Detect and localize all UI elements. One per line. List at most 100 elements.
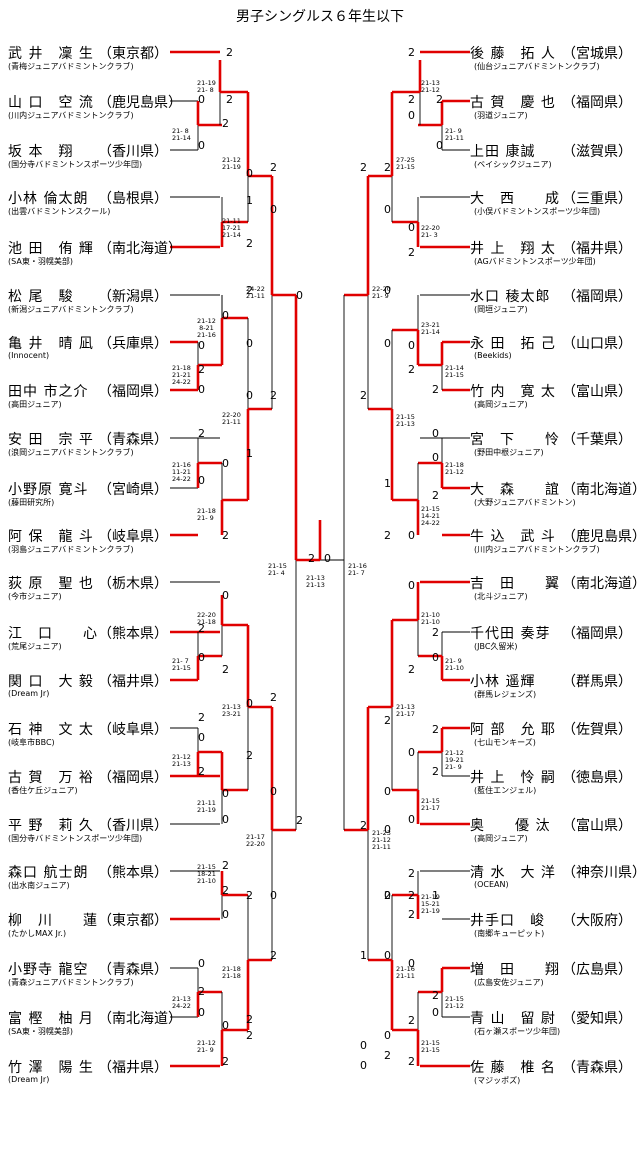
player-name: 関 口 大 毅 <box>8 674 94 690</box>
game-count: 2 <box>270 389 277 402</box>
match-score: 21-15 14-21 24-22 <box>421 505 440 527</box>
match-score: 21-10 21-10 <box>421 611 440 626</box>
player-name: 石 神 文 太 <box>8 722 94 738</box>
game-count: 0 <box>222 1019 229 1032</box>
game-count: 2 <box>222 1055 229 1068</box>
player-entry: 大 西 成（三重県）(小俣バドミントンスポーツ少年団) <box>0 188 640 234</box>
game-count: 2 <box>222 529 229 542</box>
game-count: 0 <box>198 93 205 106</box>
game-count: 2 <box>408 246 415 259</box>
player-entry: 井手口 峻（大阪府）(南郷キューピット) <box>0 910 640 956</box>
game-count: 0 <box>246 167 253 180</box>
player-entry: 亀 井 晴 凪（兵庫県）(Innocent) <box>0 333 640 379</box>
player-name: 平 野 莉 久 <box>8 818 94 834</box>
game-count: 0 <box>432 651 439 664</box>
player-entry: 阿 部 允 耶（佐賀県）(七山モンキーズ) <box>0 719 640 765</box>
match-score: 21-13 21-17 <box>396 703 415 718</box>
game-count: 1 <box>360 949 367 962</box>
player-entry: 井 上 翔 太（福井県）(AGバドミントンスポーツ少年団) <box>0 238 640 284</box>
player-pref: （東京都） <box>98 46 168 62</box>
game-count: 0 <box>198 1006 205 1019</box>
game-count: 0 <box>408 109 415 122</box>
player-name: 田中 市之介 <box>8 384 89 400</box>
player-name: 吉 田 翼 <box>470 576 560 592</box>
player-name: 富 樫 柚 月 <box>8 1011 94 1027</box>
player-club: (野田中根ジュニア) <box>474 448 544 457</box>
player-name: 上田 康誠 <box>470 144 536 160</box>
player-club: (藍住エンジェル) <box>474 786 537 795</box>
match-score: 21-15 21-17 <box>421 797 440 812</box>
player-name: 竹 澤 陽 生 <box>8 1060 94 1076</box>
game-count: 0 <box>384 284 391 297</box>
game-count: 2 <box>408 889 415 902</box>
player-club: (JBC久留米) <box>474 642 518 651</box>
player-name: 佐 藤 椎 名 <box>470 1060 556 1076</box>
match-score: 21-12 21-13 <box>172 753 191 768</box>
player-name: 小野原 寛斗 <box>8 482 89 498</box>
player-pref: （熊本県） <box>98 626 168 642</box>
final-game-count: 2 <box>308 552 315 565</box>
player-club: (出水南ジュニア) <box>8 881 70 890</box>
player-pref: （山口県） <box>562 336 632 352</box>
game-count: 2 <box>432 765 439 778</box>
game-count: 0 <box>222 457 229 470</box>
player-entry: 森口 航士朗 （熊本県） (出水南ジュニア) <box>0 862 640 908</box>
player-pref: （青森県） <box>562 1060 632 1076</box>
match-score: 21-15 21-13 <box>396 413 415 428</box>
player-club: (新潟ジュニアバドミントンクラブ) <box>8 305 134 314</box>
player-name: 古 賀 万 裕 <box>8 770 94 786</box>
player-pref: （香川県） <box>98 818 168 834</box>
player-name: 大 西 成 <box>470 191 560 207</box>
game-count: 2 <box>198 363 205 376</box>
player-pref: （富山県） <box>562 384 632 400</box>
player-entry: 佐 藤 椎 名 （青森県） (マジッポズ) <box>0 1057 640 1103</box>
player-club: (羽道ジュニア) <box>474 111 528 120</box>
game-count: 2 <box>360 161 367 174</box>
player-pref: （徳島県） <box>562 770 632 786</box>
match-score: 21-12 19-21 21- 9 <box>445 749 464 771</box>
match-score: 27-25 21-15 <box>396 156 415 171</box>
match-score: 21-13 23-21 <box>222 703 241 718</box>
player-entry: 後 藤 拓 人（宮城県）(仙台ジュニアバドミントンクラブ) <box>0 43 640 89</box>
match-score: 21-23 21-12 21-11 <box>372 829 391 851</box>
player-name: 阿 保 龍 斗 <box>8 529 94 545</box>
game-count: 2 <box>226 46 233 59</box>
game-count: 2 <box>270 691 277 704</box>
match-score: 21-14 21-15 <box>445 364 464 379</box>
match-score: 22-20 21-11 <box>222 411 241 426</box>
player-club: (南郷キューピット) <box>474 929 545 938</box>
match-score: 23-21 21-14 <box>421 321 440 336</box>
player-entry: 清 水 大 洋（神奈川県）(OCEAN) <box>0 862 640 908</box>
game-count: 2 <box>198 427 205 440</box>
player-name: 牛 込 武 斗 <box>470 529 556 545</box>
game-count: 0 <box>246 337 253 350</box>
game-count: 0 <box>432 451 439 464</box>
player-entry: 平 野 莉 久（香川県）(国分寺バドミントンスポーツ少年団) <box>0 815 640 861</box>
player-name: 森口 航士朗 <box>8 865 89 881</box>
player-entry: 青 山 留 尉（愛知県）(石ヶ瀬スポーツ少年団) <box>0 1008 640 1054</box>
player-pref: （南北海道） <box>562 482 640 498</box>
game-count: 0 <box>408 579 415 592</box>
player-club: (ベイシックジュニア) <box>474 160 552 169</box>
player-entry: 安 田 宗 平（青森県）(浪岡ジュニアバドミントンクラブ) <box>0 429 640 475</box>
player-pref: （青森県） <box>98 962 168 978</box>
player-club: (今市ジュニア) <box>8 592 62 601</box>
game-count: 0 <box>198 139 205 152</box>
match-score: 21-18 21-18 <box>222 965 241 980</box>
player-pref: （熊本県） <box>98 865 168 881</box>
match-score: 21-15 18-21 21-10 <box>197 863 216 885</box>
player-entry: 小野寺 龍空（青森県）(青森ジュニアバドミントンクラブ) <box>0 959 640 1005</box>
game-count: 2 <box>408 46 415 59</box>
player-pref: （滋賀県） <box>562 144 632 160</box>
player-name: 小林 遥輝 <box>470 674 536 690</box>
player-name: 大 森 誼 <box>470 482 560 498</box>
game-count: 2 <box>408 1055 415 1068</box>
player-club: (マジッポズ) <box>474 1076 521 1085</box>
player-club: (小俣バドミントンスポーツ少年団) <box>474 207 601 216</box>
player-pref: （宮城県） <box>562 46 632 62</box>
game-count: 0 <box>432 1006 439 1019</box>
player-pref: （福岡県） <box>98 770 168 786</box>
player-pref: （福岡県） <box>562 626 632 642</box>
player-name: 永 田 拓 己 <box>470 336 556 352</box>
match-score: 21-17 22-20 <box>246 833 265 848</box>
